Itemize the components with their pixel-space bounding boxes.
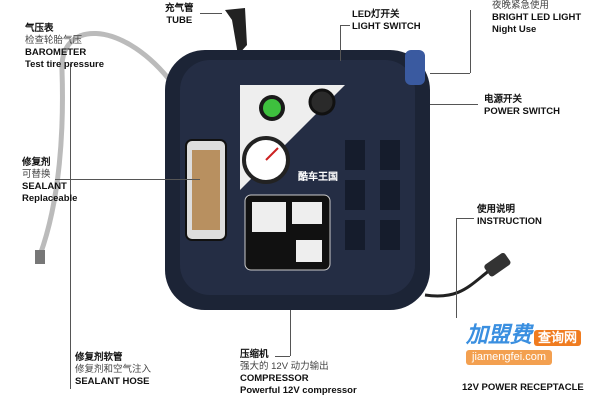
led-light-label-en-sub: Night Use — [492, 24, 537, 35]
leader-line — [470, 10, 471, 73]
power-button — [308, 88, 336, 116]
leader-line — [340, 25, 350, 26]
led-light-label: 夜晚紧急使用 BRIGHT LED LIGHT Night Use — [492, 0, 581, 36]
sealant-label: 修复剂 可替换 SEALANT Replaceable — [22, 157, 77, 205]
leader-line — [340, 25, 341, 61]
sealant-hose-label-en: SEALANT HOSE — [75, 376, 150, 387]
leader-line — [456, 218, 457, 318]
barometer-label-cn-sub: 检查轮胎气压 — [25, 35, 83, 46]
barometer-label-en: BAROMETER — [25, 47, 87, 58]
leader-line — [70, 64, 71, 389]
tube-label-cn: 充气管 — [165, 3, 194, 14]
sealant-hose-label-cn: 修复剂软管 — [75, 352, 123, 363]
leader-line — [290, 310, 291, 356]
tube-label: 充气管 TUBE — [165, 3, 194, 27]
receptacle-label: 12V POWER RECEPTACLE — [462, 382, 584, 394]
watermark: 加盟费查询网 jiamengfei.com — [466, 322, 582, 366]
sealant-label-cn: 修复剂 — [22, 157, 51, 168]
tube-label-en: TUBE — [166, 15, 193, 26]
leader-line — [55, 179, 200, 180]
power-switch-label-en: POWER SWITCH — [484, 106, 560, 117]
led-lamp — [405, 50, 425, 85]
leader-line — [275, 356, 290, 357]
tube-connector — [225, 8, 247, 55]
receptacle-label-en: 12V POWER RECEPTACLE — [462, 382, 584, 393]
sealant-hose — [37, 31, 170, 256]
leader-line — [430, 73, 470, 74]
instruction-label-en: INSTRUCTION — [477, 216, 542, 227]
sealant-label-cn-sub: 可替换 — [22, 169, 51, 180]
watermark-main: 加盟费 — [466, 322, 533, 347]
instruction-label: 使用说明 INSTRUCTION — [477, 204, 542, 228]
power-cord — [424, 268, 491, 298]
barometer-label: 气压表 检查轮胎气压 BAROMETER Test tire pressure — [25, 23, 104, 71]
barometer-label-cn: 气压表 — [25, 23, 54, 34]
light-switch-label-en: LIGHT SWITCH — [352, 21, 421, 32]
power-switch-label: 电源开关 POWER SWITCH — [484, 94, 560, 118]
power-switch-label-cn: 电源开关 — [484, 94, 523, 105]
leader-line — [456, 218, 474, 219]
leader-line — [430, 104, 478, 105]
brand-logo: 酷车王国 — [298, 172, 338, 183]
sealant-label-en: SEALANT — [22, 181, 67, 192]
light-switch-label: LED灯开关 LIGHT SWITCH — [352, 9, 421, 33]
compressor-label-en-sub: Powerful 12V compressor — [240, 385, 357, 396]
compressor-label-cn: 压缩机 — [240, 349, 269, 360]
led-light-label-en: BRIGHT LED LIGHT — [492, 12, 582, 23]
light-switch-label-cn: LED灯开关 — [352, 9, 400, 20]
sealant-hose-label-cn-sub: 修复剂和空气注入 — [75, 364, 152, 375]
compressor-label-en: COMPRESSOR — [240, 373, 309, 384]
watermark-row: 加盟费查询网 — [466, 322, 582, 348]
instruction-label-cn: 使用说明 — [477, 204, 516, 215]
compressor-label: 压缩机 强大的 12V 动力输出 COMPRESSOR Powerful 12V… — [240, 349, 357, 397]
sealant-label-en-sub: Replaceable — [22, 193, 78, 204]
watermark-url: jiamengfei.com — [466, 350, 552, 365]
power-plug — [484, 252, 511, 277]
barometer-label-en-sub: Test tire pressure — [25, 59, 105, 70]
sealant-hose-label: 修复剂软管 修复剂和空气注入 SEALANT HOSE — [75, 352, 151, 388]
watermark-tag: 查询网 — [534, 329, 582, 346]
led-light-label-cn-sub: 夜晚紧急使用 — [492, 0, 550, 11]
leader-line — [200, 13, 222, 14]
hose-nozzle — [35, 250, 45, 264]
compressor-label-cn-sub: 强大的 12V 动力输出 — [240, 361, 329, 372]
